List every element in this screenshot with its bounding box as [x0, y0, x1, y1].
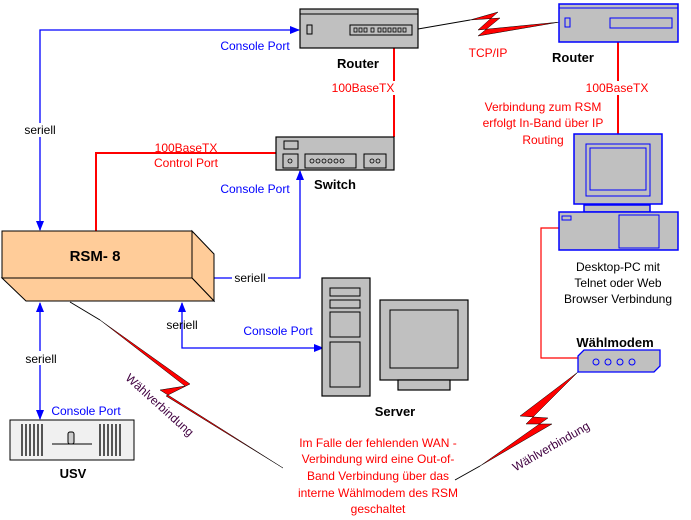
console-usv-label: Console Port [51, 404, 121, 418]
usv-device[interactable] [9, 419, 135, 461]
console-server-label: Console Port [243, 324, 313, 338]
desktop-label-line: Telnet oder Web [574, 276, 661, 290]
switch-label: Switch [314, 177, 356, 192]
dial-right-label: Wählverbindung [510, 419, 592, 474]
router-pc-label: 100BaseTX [586, 81, 649, 95]
control-label-1: 100BaseTX [155, 141, 218, 155]
control-label-2: Control Port [154, 156, 219, 170]
note-line: Verbindung zum RSM [485, 100, 602, 114]
desktop-pc[interactable] [558, 133, 679, 251]
desktop-label-line: Desktop-PC mit [576, 260, 661, 274]
serial-rsm-server [181, 330, 324, 352]
modem-label: Wählmodem [576, 335, 653, 350]
rsm-8-device[interactable] [0, 229, 216, 303]
router-right[interactable] [558, 3, 679, 43]
dial-lightning-left [69, 301, 284, 469]
router-right-label: Router [552, 50, 594, 65]
note-line: Routing [522, 133, 563, 147]
rsm-label: RSM- 8 [70, 248, 121, 265]
router-left[interactable] [299, 8, 419, 49]
router-switch-label: 100BaseTX [332, 81, 395, 95]
note-line: Im Falle der fehlenden WAN - [299, 436, 457, 450]
usv-label: USV [60, 466, 87, 481]
router-left-label: Router [337, 56, 379, 71]
tcpip-lightning [417, 11, 561, 37]
desktop-label: Desktop-PC mit Telnet oder Web Browser V… [564, 260, 672, 306]
modem-device[interactable] [577, 349, 661, 373]
desktop-label-line: Browser Verbindung [564, 292, 672, 306]
note-line: geschaltet [351, 502, 406, 516]
seriell-switch-label: seriell [234, 271, 265, 285]
server-device[interactable] [321, 277, 469, 397]
link-rsm-switch [95, 152, 276, 231]
console-switch-label: Console Port [220, 182, 290, 196]
note-line: Band Verbindung über das [307, 469, 449, 483]
server-label: Server [375, 404, 415, 419]
serial-rsm-router [39, 26, 300, 70]
link-pc-modem [540, 227, 578, 359]
switch[interactable] [275, 136, 395, 171]
seriell-server-label: seriell [166, 318, 197, 332]
note-line: interne Wählmodem des RSM [298, 486, 458, 500]
console-router-label: Console Port [220, 39, 290, 53]
outofband-note: Im Falle der fehlenden WAN - Verbindung … [298, 436, 458, 516]
seriell-usv-label: seriell [25, 352, 56, 366]
seriell-router-label: seriell [24, 123, 55, 137]
tcpip-label: TCP/IP [469, 46, 508, 60]
serial-links [36, 26, 324, 420]
note-line: Verbindung wird eine Out-of- [302, 452, 455, 466]
note-line: erfolgt In-Band über IP [483, 116, 604, 130]
inband-note: Verbindung zum RSM erfolgt In-Band über … [483, 100, 604, 147]
